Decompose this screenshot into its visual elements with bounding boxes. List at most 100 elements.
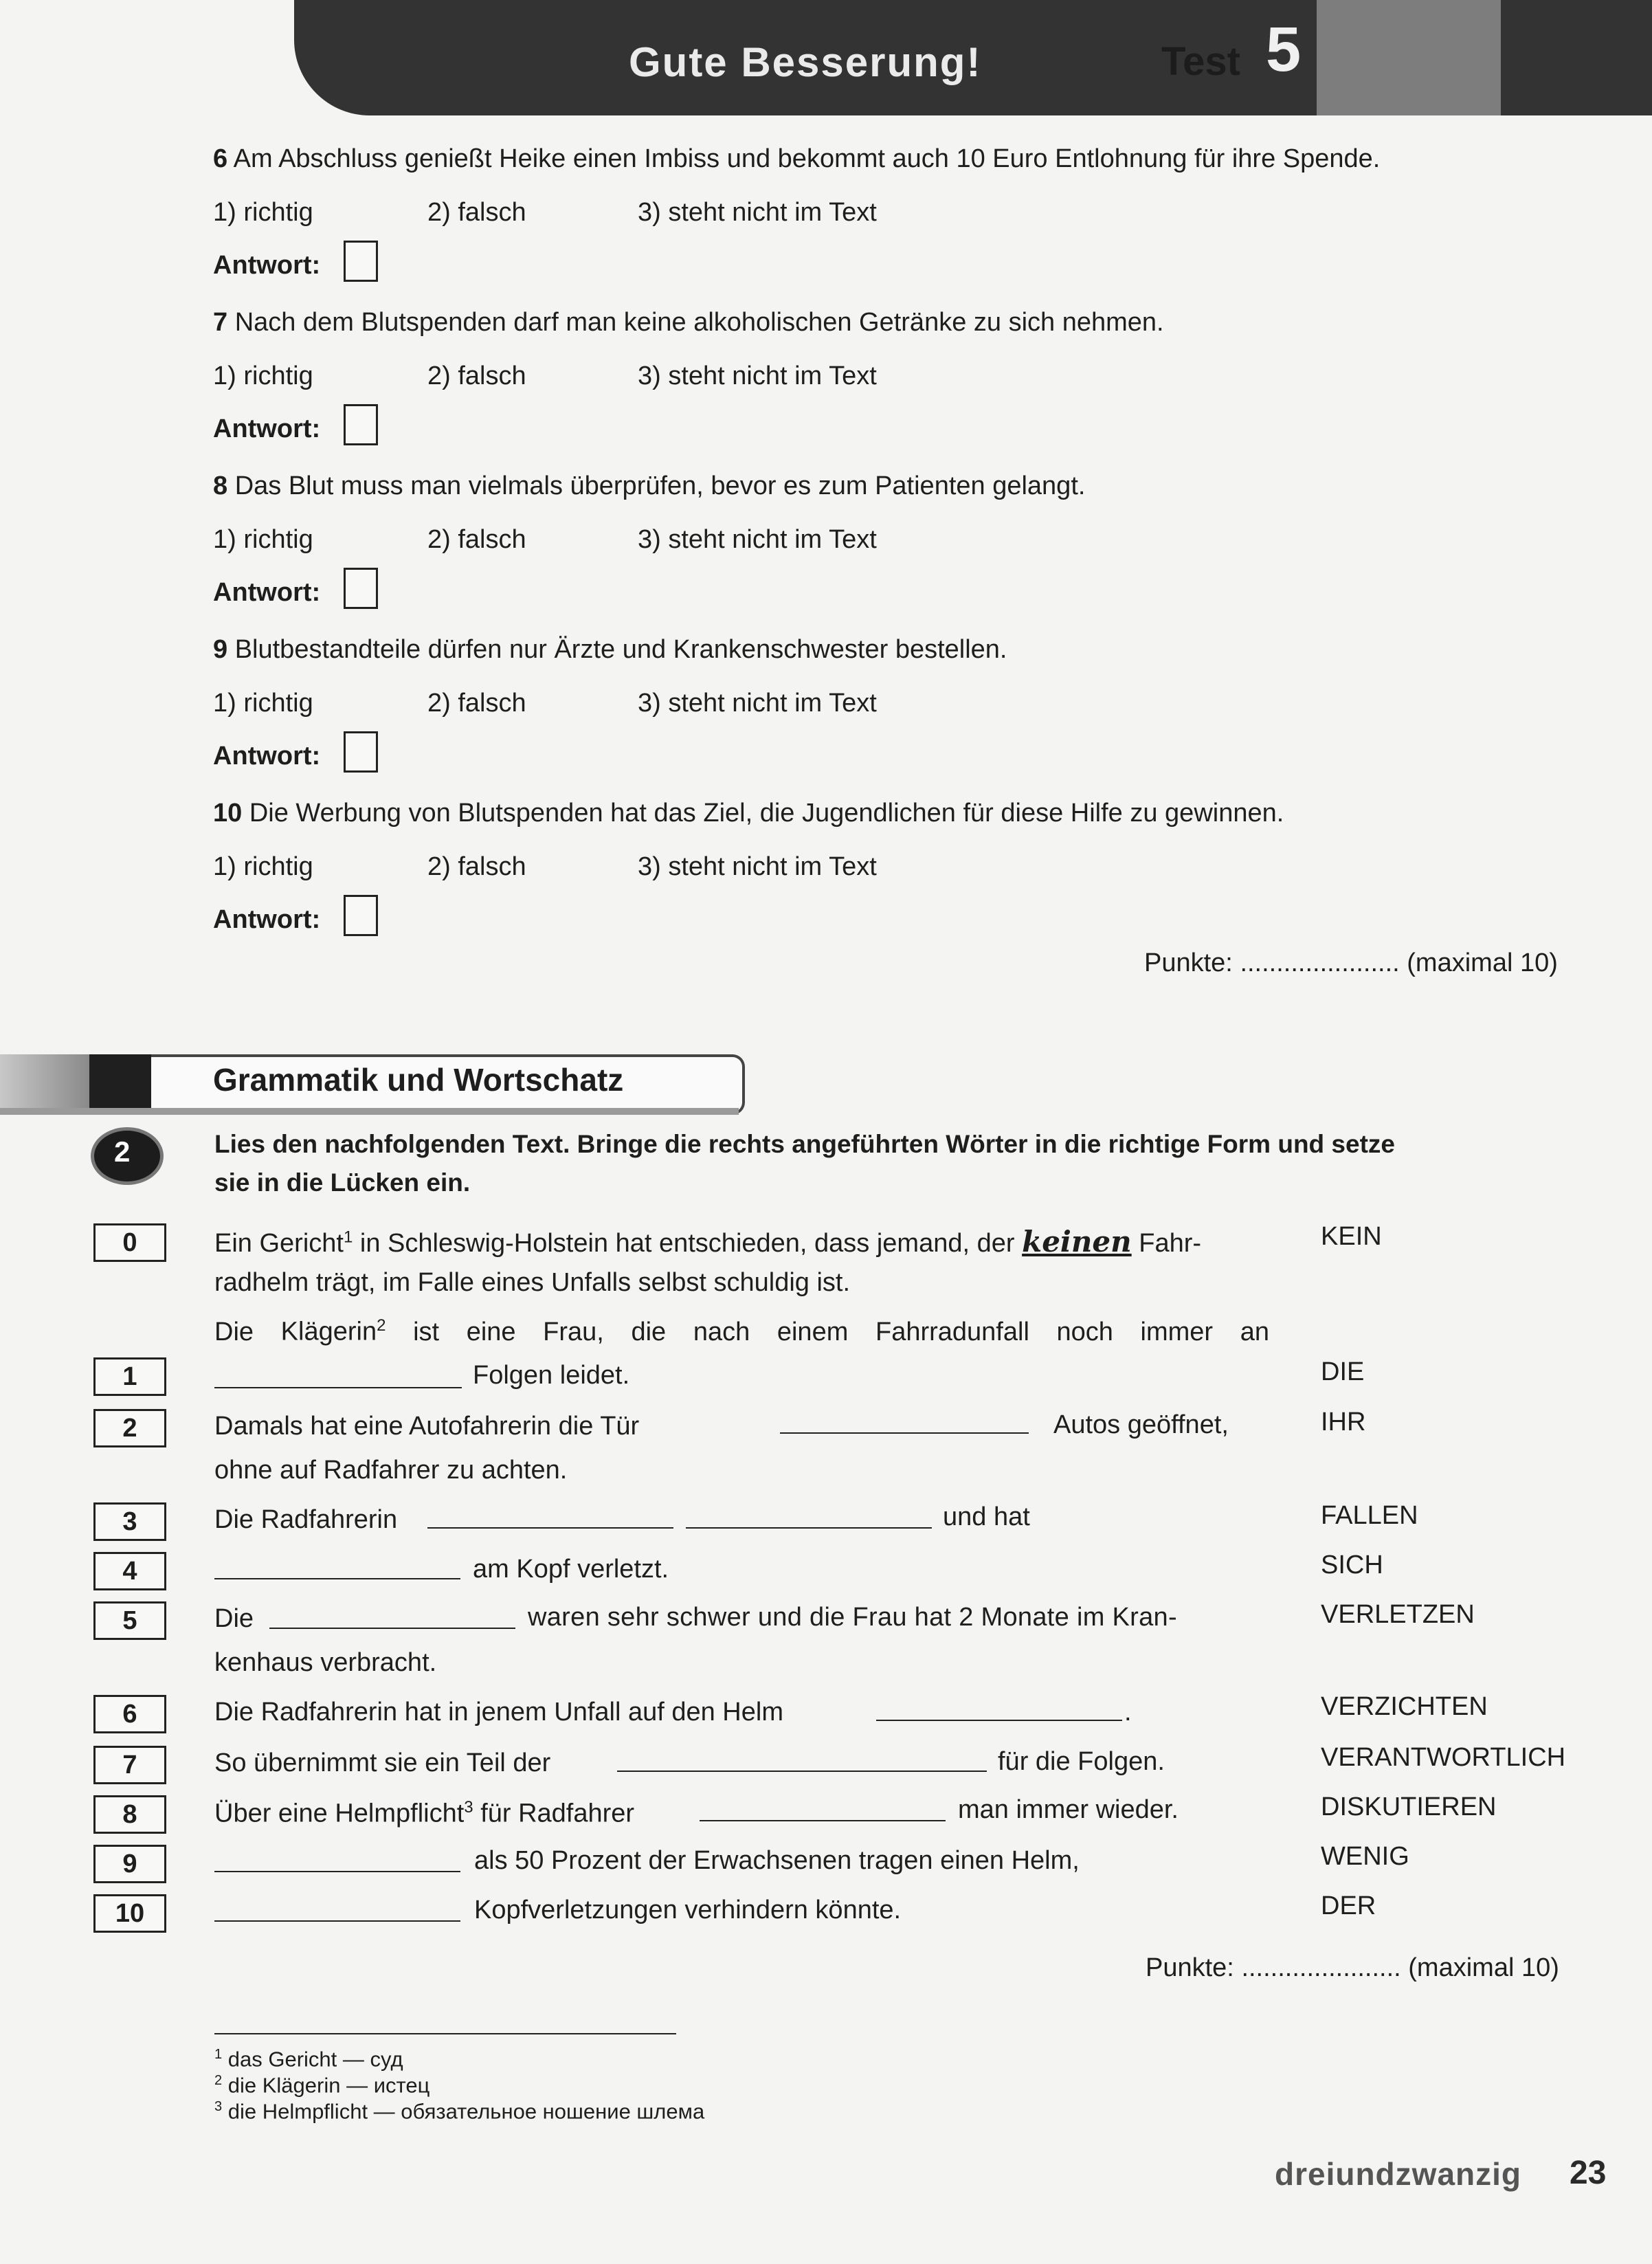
test-label-box [1317, 0, 1501, 115]
word-0: KEIN [1321, 1222, 1382, 1251]
punkte-dots: ...................... [1240, 948, 1400, 977]
text-line-1: Die Klägerin2 ist eine Frau, die nach ei… [214, 1316, 1269, 1347]
word-span: an [1240, 1317, 1269, 1346]
word-span: Frau, [543, 1317, 604, 1346]
punkte-part1: Punkte: ...................... (maximal … [1144, 948, 1558, 978]
question-number: 7 [213, 308, 228, 337]
gap-number-0: 0 [93, 1223, 166, 1262]
text-line-10: Kopfverletzungen verhindern könnte. [474, 1896, 902, 1924]
question-number: 10 [213, 799, 243, 828]
gap-line-7[interactable] [617, 1771, 987, 1772]
gap-line-10[interactable] [214, 1920, 460, 1922]
question-7: 7 Nach dem Blutspenden darf man keine al… [213, 308, 1164, 337]
option-richtig: 1) richtig [213, 362, 313, 390]
punkte-label: Punkte: [1144, 948, 1233, 977]
option-steht-nicht: 3) steht nicht im Text [638, 525, 877, 554]
question-number: 8 [213, 471, 228, 500]
gap-number-3: 3 [93, 1502, 166, 1541]
text-line-5a: Die [214, 1604, 254, 1633]
test-number: 5 [1266, 14, 1302, 85]
text-span: in Schleswig-Holstein hat entschieden, d… [359, 1229, 1015, 1258]
gap-line-6[interactable] [876, 1720, 1122, 1721]
text-line-2a: Damals hat eine Autofahrerin die Tür [214, 1412, 640, 1441]
option-steht-nicht: 3) steht nicht im Text [638, 852, 877, 881]
option-steht-nicht: 3) steht nicht im Text [638, 689, 877, 718]
answer-label: Antwort: [213, 742, 321, 770]
footnote-divider [214, 2033, 676, 2034]
answer-box-9[interactable] [344, 731, 378, 773]
question-text: Nach dem Blutspenden darf man keine alko… [234, 308, 1164, 337]
word-4: SICH [1321, 1551, 1383, 1579]
page-title: Gute Besserung! [629, 39, 982, 85]
page-number: 23 [1570, 2155, 1607, 2191]
option-richtig: 1) richtig [213, 689, 313, 718]
gap-line-3a[interactable] [427, 1527, 673, 1529]
word-span: Die [214, 1317, 254, 1346]
word-2: IHR [1321, 1408, 1366, 1436]
word-span: noch [1056, 1317, 1113, 1346]
page-number-word: dreiundzwanzig [1275, 2156, 1521, 2192]
example-answer: keinen [1022, 1225, 1132, 1258]
option-richtig: 1) richtig [213, 525, 313, 554]
gap-number-8: 8 [93, 1795, 166, 1834]
option-falsch: 2) falsch [427, 689, 526, 718]
text-span: Fahr- [1139, 1229, 1202, 1258]
word-10: DER [1321, 1891, 1376, 1920]
section-bar-shadow [0, 1108, 739, 1115]
gap-number-5: 5 [93, 1601, 166, 1640]
gap-line-4[interactable] [214, 1578, 460, 1579]
option-falsch: 2) falsch [427, 198, 526, 227]
gap-line-5[interactable] [269, 1628, 515, 1629]
answer-box-8[interactable] [344, 568, 378, 609]
word-5: VERLETZEN [1321, 1600, 1475, 1629]
word-span: nach [693, 1317, 750, 1346]
word-9: WENIG [1321, 1842, 1409, 1871]
section-title: Grammatik und Wortschatz [213, 1062, 624, 1098]
gap-number-2: 2 [93, 1409, 166, 1447]
text-line-0: Ein Gericht1 in Schleswig-Holstein hat e… [214, 1225, 1201, 1258]
footnote-text: die Helmpflicht — обязательное ношение ш… [227, 2099, 705, 2124]
footnote-2: 2 die Klägerin — истец [214, 2073, 429, 2098]
word-span: immer [1140, 1317, 1214, 1346]
text-line-5c: kenhaus verbracht. [214, 1648, 437, 1677]
gap-line-2[interactable] [780, 1432, 1029, 1434]
word-7: VERANTWORTLICH [1321, 1743, 1566, 1772]
question-text: Am Abschluss genießt Heike einen Imbiss … [233, 144, 1381, 173]
section-bar [0, 1054, 749, 1115]
option-steht-nicht: 3) steht nicht im Text [638, 198, 877, 227]
text-span: Über eine Helmpflicht [214, 1799, 465, 1828]
task-instruction-line2: sie in die Lücken ein. [214, 1168, 471, 1197]
text-line-9: als 50 Prozent der Erwachsenen tragen ei… [474, 1846, 1080, 1875]
text-line-1b: Folgen leidet. [473, 1361, 630, 1390]
answer-box-6[interactable] [344, 241, 378, 282]
gap-line-9[interactable] [214, 1871, 460, 1872]
gap-number-6: 6 [93, 1695, 166, 1733]
answer-box-10[interactable] [344, 895, 378, 936]
punkte-max: (maximal 10) [1408, 1953, 1559, 1982]
option-steht-nicht: 3) steht nicht im Text [638, 362, 877, 390]
punkte-part2: Punkte: ...................... (maximal … [1146, 1953, 1559, 1983]
gap-line-8[interactable] [700, 1820, 946, 1821]
text-line-5b: waren sehr schwer und die Frau hat 2 Mon… [528, 1603, 1177, 1632]
footnote-ref: 2 [377, 1316, 386, 1335]
option-falsch: 2) falsch [427, 525, 526, 554]
text-line-0b: radhelm trägt, im Falle eines Unfalls se… [214, 1268, 851, 1297]
text-line-7b: für die Folgen. [998, 1747, 1165, 1776]
punkte-dots: ...................... [1241, 1953, 1401, 1982]
text-line-3b: und hat [943, 1502, 1030, 1531]
gap-line-3b[interactable] [686, 1527, 932, 1529]
question-number: 6 [213, 144, 228, 173]
punkte-label: Punkte: [1146, 1953, 1234, 1982]
option-falsch: 2) falsch [427, 852, 526, 881]
section-bar-dark-block [89, 1054, 151, 1115]
footnote-text: die Klägerin — истец [227, 2073, 430, 2098]
word-span: einem [777, 1317, 849, 1346]
task-number: 2 [114, 1135, 131, 1168]
question-text: Die Werbung von Blutspenden hat das Ziel… [249, 799, 1284, 828]
footnote-text: das Gericht — суд [227, 2047, 403, 2072]
text-line-8a: Über eine Helmpflicht3 für Radfahrer [214, 1798, 634, 1829]
answer-box-7[interactable] [344, 404, 378, 445]
gap-line-1[interactable] [214, 1387, 462, 1388]
text-line-4: am Kopf verletzt. [473, 1555, 669, 1584]
option-richtig: 1) richtig [213, 198, 313, 227]
